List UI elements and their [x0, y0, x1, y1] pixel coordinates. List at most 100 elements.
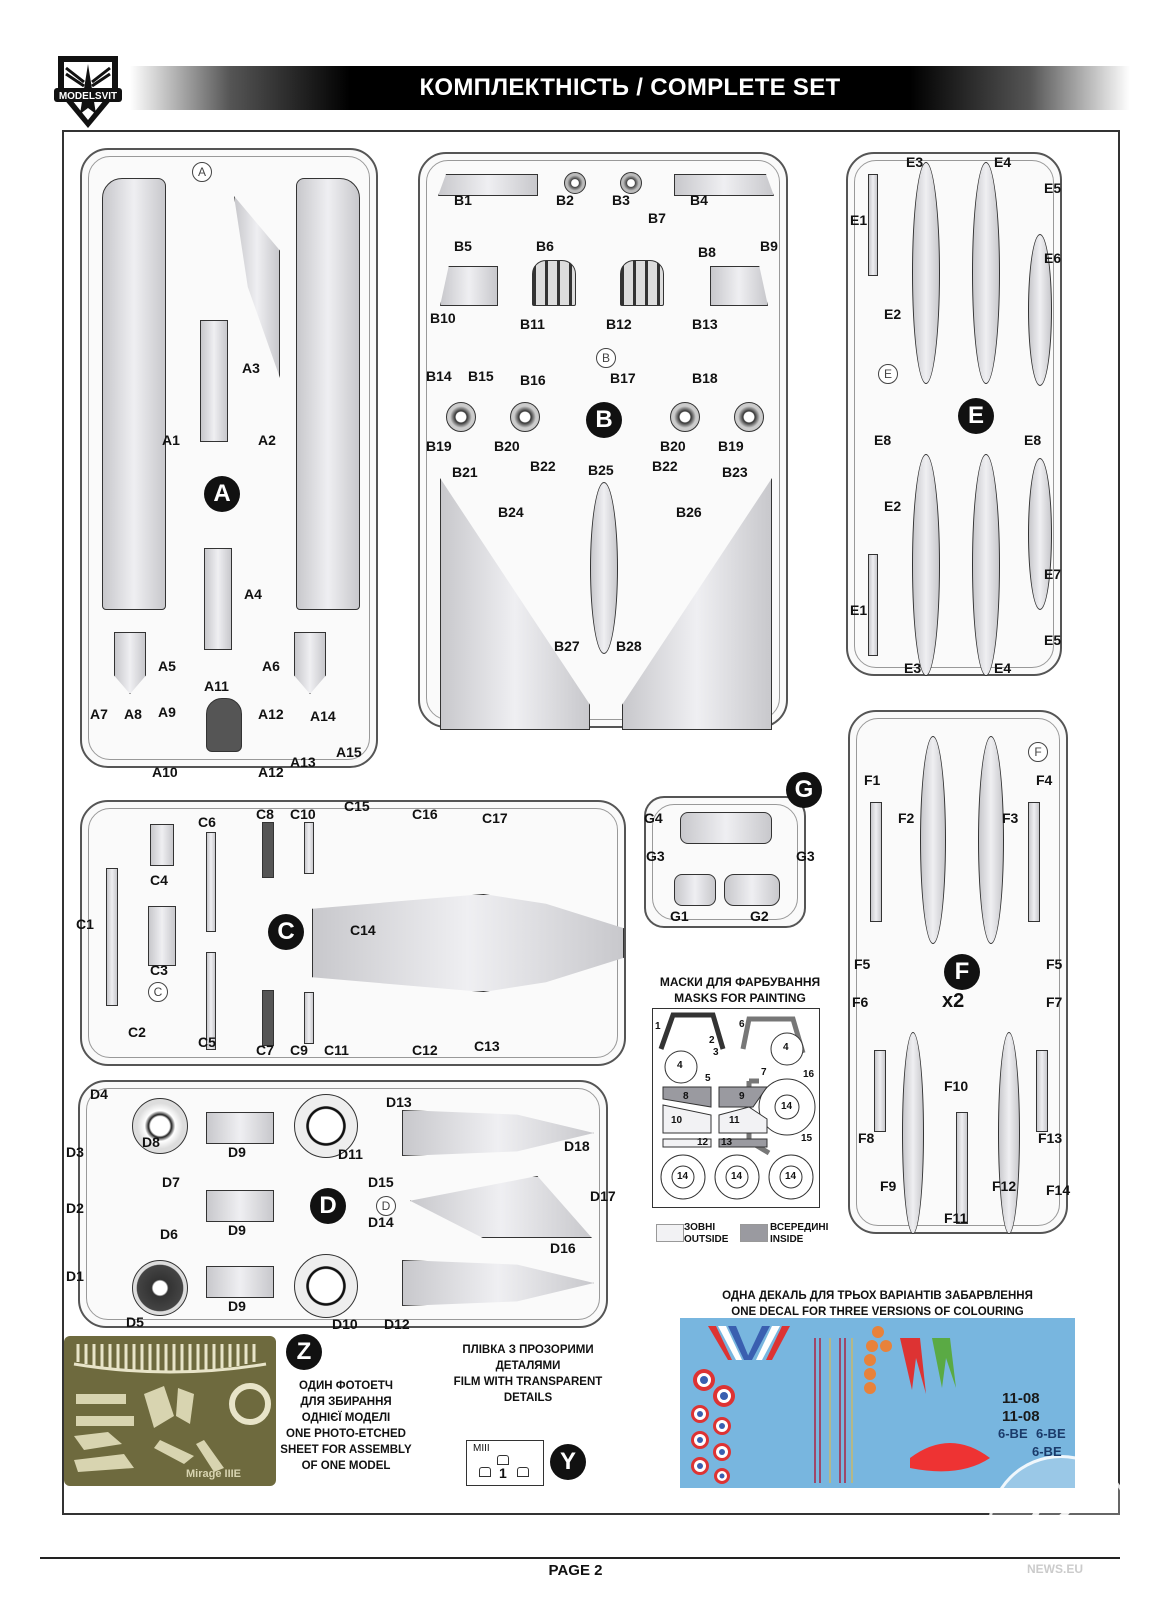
part-label: A9 [158, 704, 176, 720]
fuselage-half-a2 [296, 178, 360, 610]
part-label: B24 [498, 504, 524, 520]
wing-underside-c14 [312, 894, 624, 992]
part-label: B23 [722, 464, 748, 480]
part-label: F1 [864, 772, 881, 788]
part-label: A12 [258, 764, 284, 780]
part-label: A8 [124, 706, 142, 722]
pod-e6 [1028, 234, 1052, 386]
sprue-id-small-b: B [596, 348, 616, 368]
part-label: C2 [128, 1024, 146, 1040]
part-label: G3 [796, 848, 815, 864]
mask-number: 6 [739, 1019, 745, 1030]
part-label: F10 [944, 1078, 969, 1094]
film-sheet: MIII 1 [466, 1440, 544, 1486]
part-label: D8 [142, 1134, 160, 1150]
tank-e4-bottom [972, 454, 1000, 676]
mask-number: 3 [713, 1047, 719, 1058]
part-label: A10 [152, 764, 178, 780]
part-label: B1 [454, 192, 472, 208]
masks-title-en: MASKS FOR PAINTING [674, 991, 806, 1005]
page-title-banner: КОМПЛЕКТНІСТЬ / COMPLETE SET [130, 66, 1130, 110]
mask-number: 11 [729, 1115, 740, 1126]
canopy-part [517, 1467, 529, 1477]
part-label: E8 [874, 432, 892, 448]
part-label: G1 [670, 908, 689, 924]
part-label: A12 [258, 706, 284, 722]
sprue-letter-f: F [944, 954, 980, 990]
part-label: D15 [368, 1174, 394, 1190]
part-label: F3 [1002, 810, 1019, 826]
part-label: E1 [850, 602, 868, 618]
part-label: E5 [1044, 180, 1062, 196]
part-label: D9 [228, 1222, 246, 1238]
part-label: B11 [520, 316, 545, 332]
part-label: A4 [244, 586, 262, 602]
pe-caption-line: SHEET FOR ASSEMBLY [280, 1444, 412, 1456]
pylon-f13 [1036, 1050, 1048, 1132]
part-label: E2 [884, 306, 902, 322]
intake-d9-1 [206, 1112, 274, 1144]
part-label: B25 [588, 462, 614, 478]
film-sheet-label: MIII [473, 1443, 490, 1454]
part-c7 [262, 990, 274, 1046]
mask-number: 14 [781, 1101, 793, 1112]
part-label: D3 [66, 1144, 84, 1160]
footer-rule [40, 1557, 1120, 1559]
mask-number: 5 [705, 1073, 711, 1084]
tank-f12 [998, 1032, 1020, 1234]
part-label: C15 [344, 798, 370, 814]
mask-number: 4 [677, 1060, 683, 1071]
part-label: D10 [332, 1316, 358, 1332]
part-label: B12 [606, 316, 632, 332]
tank-e3-bottom [912, 454, 940, 676]
part-label: C5 [198, 1034, 216, 1050]
part-label: F8 [858, 1130, 875, 1146]
part-label: B28 [616, 638, 642, 654]
part-label: B2 [556, 192, 574, 208]
legend-outside-en: OUTSIDE [684, 1234, 729, 1245]
wheel-b3 [620, 172, 642, 194]
mask-number: 2 [709, 1035, 715, 1046]
part-c1 [106, 868, 118, 1006]
pylon-f1 [870, 802, 882, 922]
part-label: B15 [468, 368, 494, 384]
fuselage-half-a1 [102, 178, 166, 610]
part-label: D18 [564, 1138, 590, 1154]
part-label: F13 [1038, 1130, 1063, 1146]
part-label: F2 [898, 810, 915, 826]
decal-caption-ua: ОДНА ДЕКАЛЬ ДЛЯ ТРЬОХ ВАРІАНТІВ ЗАБАРВЛЕ… [722, 1290, 1033, 1302]
mask-number: 12 [697, 1137, 709, 1148]
part-label: B17 [610, 370, 636, 386]
part-label: C7 [256, 1042, 274, 1058]
part-label: F7 [1046, 994, 1063, 1010]
part-label: A3 [242, 360, 260, 376]
wheel-b20-right [670, 402, 700, 432]
part-c4 [150, 824, 174, 866]
part-d8 [132, 1098, 188, 1154]
pe-caption-line: ОДНІЄЇ МОДЕЛІ [301, 1412, 391, 1424]
sprue-letter-e: E [958, 398, 994, 434]
part-c6 [206, 832, 216, 932]
missile-e1-top [868, 174, 878, 276]
mask-number: 14 [731, 1171, 743, 1182]
part-label: D9 [228, 1144, 246, 1160]
cockpit-part-a4 [204, 548, 232, 650]
content-frame [62, 130, 1120, 1515]
pylon-f4 [1028, 802, 1040, 922]
ring-d11 [294, 1094, 358, 1158]
decal-code: 11-08 [1002, 1408, 1040, 1425]
sprue-id-small-e: E [878, 364, 898, 384]
pe-caption-line: ONE PHOTO-ETCHED [286, 1428, 406, 1440]
fin-a3 [234, 196, 280, 378]
part-label: A6 [262, 658, 280, 674]
decal-code: 6-BE [1036, 1426, 1066, 1441]
tank-e3-top [912, 162, 940, 384]
part-label: B10 [430, 310, 456, 326]
part-d5 [132, 1260, 188, 1316]
part-label: D2 [66, 1200, 84, 1216]
part-label: D7 [162, 1174, 180, 1190]
sprue-id-small-a: A [192, 162, 212, 182]
part-label: B19 [426, 438, 452, 454]
wheel-b19-left [446, 402, 476, 432]
part-label: B3 [612, 192, 630, 208]
